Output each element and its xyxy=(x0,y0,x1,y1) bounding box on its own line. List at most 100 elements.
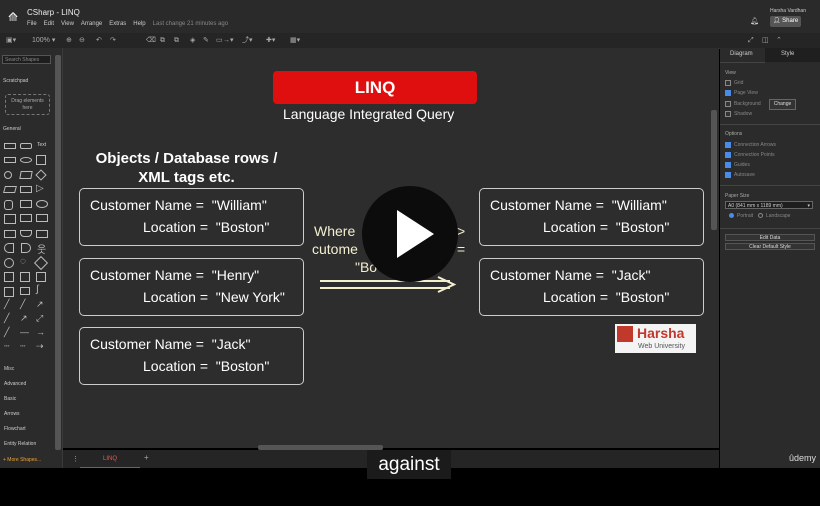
text-shape[interactable]: Text xyxy=(37,142,47,148)
menu-file[interactable]: File xyxy=(27,21,37,27)
dashed-line-shape[interactable]: ╱ xyxy=(4,299,10,309)
circle-shape[interactable] xyxy=(4,171,12,179)
video-play-button[interactable] xyxy=(362,186,458,282)
canvas-horizontal-scrollbar[interactable] xyxy=(258,445,383,450)
delete-icon[interactable]: ⌫ xyxy=(146,37,156,44)
callout-shape[interactable]: ◌ xyxy=(20,256,26,267)
scratchpad-header[interactable]: Scratchpad xyxy=(3,78,29,84)
table-icon[interactable]: ▦▾ xyxy=(290,37,301,44)
grid-checkbox[interactable] xyxy=(725,80,731,86)
trapezoid-shape[interactable] xyxy=(4,230,16,238)
linq-subtitle[interactable]: Language Integrated Query xyxy=(283,106,455,122)
canvas-vertical-scrollbar[interactable] xyxy=(711,110,717,230)
container-shape[interactable] xyxy=(20,272,30,282)
format-panel-icon[interactable]: ▣▾ xyxy=(6,37,17,44)
menu-view[interactable]: View xyxy=(61,21,74,27)
category-misc[interactable]: Misc xyxy=(4,366,15,372)
textbox-shape[interactable] xyxy=(4,157,16,163)
horizontal-arrow-shape[interactable]: → xyxy=(36,327,45,337)
change-background-button[interactable]: Change xyxy=(769,99,796,110)
link-shape[interactable] xyxy=(20,287,30,295)
table-shape[interactable] xyxy=(4,287,14,297)
dash-line-2-shape[interactable]: ┄ xyxy=(20,341,26,351)
paper-size-select[interactable]: A0 (841 mm x 1189 mm)▾ xyxy=(725,201,813,209)
guides-checkbox[interactable] xyxy=(725,162,731,168)
dash-arrow-shape[interactable]: ⇢ xyxy=(36,341,44,351)
notification-bell-icon[interactable]: 🔔︎ xyxy=(750,18,759,25)
cube-shape[interactable] xyxy=(20,214,32,222)
frame-shape[interactable] xyxy=(4,272,14,282)
fill-color-icon[interactable]: ◈ xyxy=(190,37,196,44)
zoom-out-icon[interactable]: ⊖ xyxy=(79,37,85,44)
list-shape[interactable] xyxy=(36,272,46,282)
connector-shape[interactable]: ↗ xyxy=(20,313,28,323)
internal-storage-shape[interactable] xyxy=(4,214,16,224)
or-shape[interactable] xyxy=(4,243,14,253)
hexagon-shape[interactable] xyxy=(20,186,32,193)
filter-arrow[interactable] xyxy=(318,276,458,294)
delay-shape[interactable] xyxy=(21,243,31,253)
pages-menu-icon[interactable]: ⋮ xyxy=(72,456,79,463)
line-shape[interactable]: ╱ xyxy=(20,299,26,309)
general-category[interactable]: General xyxy=(3,126,21,132)
ellipse-shape[interactable] xyxy=(20,157,32,163)
objects-label[interactable]: Objects / Database rows /XML tags etc. xyxy=(74,149,299,187)
share-button[interactable]: 👤︎ Share xyxy=(770,16,801,27)
page-view-checkbox[interactable] xyxy=(725,90,731,96)
fullscreen-icon[interactable]: ⤢ xyxy=(748,37,754,44)
linq-title-box[interactable]: LINQ xyxy=(273,71,477,104)
connection-points-checkbox[interactable] xyxy=(725,152,731,158)
source-customer-card-3[interactable]: Customer Name = "Jack" Location = "Bosto… xyxy=(79,327,304,385)
shadow-icon[interactable]: ▭ xyxy=(216,37,223,44)
insert-icon[interactable]: ✚▾ xyxy=(266,37,276,44)
actor-shape[interactable]: 웃 xyxy=(37,245,47,256)
add-page-button[interactable]: + xyxy=(144,453,149,462)
curve-shape[interactable]: ∫ xyxy=(36,284,39,295)
search-shapes-input[interactable]: Search Shapes xyxy=(2,55,51,64)
tab-style[interactable]: Style xyxy=(781,51,795,57)
to-front-icon[interactable]: ⧉ xyxy=(160,37,165,44)
menu-edit[interactable]: Edit xyxy=(43,21,55,27)
user-name[interactable]: Harsha Vardhan xyxy=(769,8,806,14)
menu-extras[interactable]: Extras xyxy=(109,21,127,27)
menu-arrange[interactable]: Arrange xyxy=(80,21,103,27)
category-basic[interactable]: Basic xyxy=(4,396,17,402)
parallelogram-shape[interactable] xyxy=(3,186,17,193)
note-shape[interactable] xyxy=(20,200,32,208)
connection-icon[interactable]: →▾ xyxy=(223,37,234,44)
edit-data-button[interactable]: Edit Data xyxy=(725,234,815,241)
result-customer-card-1[interactable]: Customer Name = "William" Location = "Bo… xyxy=(479,188,704,246)
rounded-rectangle-shape[interactable] xyxy=(20,143,32,149)
triangle-shape[interactable]: ▷ xyxy=(36,183,44,194)
category-entity-relation[interactable]: Entity Relation xyxy=(4,441,37,447)
zoom-select[interactable]: 100% ▾ xyxy=(32,37,56,44)
app-logo-icon[interactable]: ⟰ xyxy=(7,10,19,24)
process-shape[interactable] xyxy=(19,171,33,179)
where-condition-text[interactable]: Where > cutome = "Bo xyxy=(312,222,465,276)
autosave-checkbox[interactable] xyxy=(725,172,731,178)
category-advanced[interactable]: Advanced xyxy=(4,381,27,387)
square-shape[interactable] xyxy=(36,155,46,165)
background-checkbox[interactable] xyxy=(725,101,731,107)
step-shape[interactable] xyxy=(36,214,48,222)
menu-help[interactable]: Help xyxy=(133,21,146,27)
collapse-icon[interactable]: ⌃ xyxy=(776,37,782,44)
redo-icon[interactable]: ↷ xyxy=(110,37,116,44)
toggle-panel-icon[interactable]: ◫ xyxy=(762,37,769,44)
waypoints-icon[interactable]: ⤴▾ xyxy=(242,37,253,44)
cylinder-shape[interactable] xyxy=(4,200,13,210)
page-tab-linq[interactable]: LINQ xyxy=(80,452,140,469)
source-customer-card-1[interactable]: Customer Name = "William" Location = "Bo… xyxy=(79,188,304,246)
sum-shape[interactable] xyxy=(4,258,14,268)
portrait-radio[interactable] xyxy=(729,213,734,218)
link-line-shape[interactable]: ╱ xyxy=(4,327,10,337)
more-shapes-button[interactable]: + More Shapes... xyxy=(3,457,42,463)
zoom-in-icon[interactable]: ⊕ xyxy=(66,37,72,44)
clear-default-style-button[interactable]: Clear Default Style xyxy=(725,243,815,250)
category-flowchart[interactable]: Flowchart xyxy=(4,426,26,432)
tab-diagram[interactable]: Diagram xyxy=(730,51,753,57)
rectangle-shape[interactable] xyxy=(4,143,16,149)
to-back-icon[interactable]: ⧉ xyxy=(174,37,179,44)
dotted-line-shape[interactable]: ╱ xyxy=(4,313,10,323)
